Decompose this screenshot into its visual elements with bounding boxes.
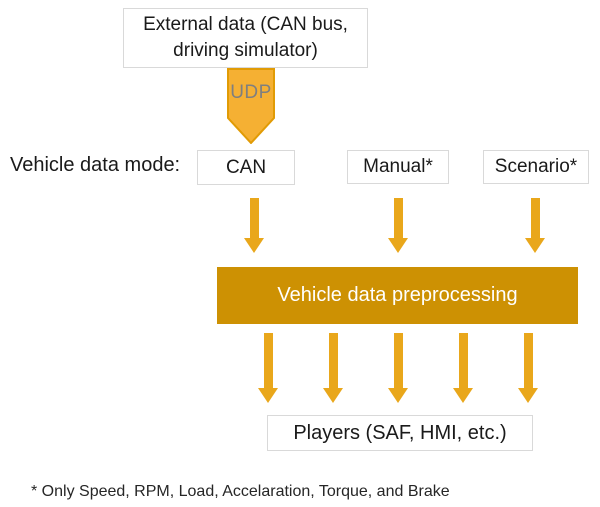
players-label: Players (SAF, HMI, etc.) (293, 421, 507, 444)
mode-box-scenario: Scenario* (483, 150, 589, 184)
preprocessing-box: Vehicle data preprocessing (217, 267, 578, 324)
mode-scenario-label: Scenario* (494, 156, 578, 177)
mode-row-label: Vehicle data mode: (10, 154, 181, 176)
down-arrow-icon (525, 198, 545, 253)
mode-manual-label: Manual* (363, 156, 433, 177)
mode-box-manual: Manual* (347, 150, 449, 184)
down-arrow-icon (323, 333, 343, 403)
udp-arrow-icon: UDP (227, 68, 275, 144)
down-arrow-icon (388, 333, 408, 403)
down-arrow-icon (453, 333, 473, 403)
down-arrow-icon (244, 198, 264, 253)
footnote: * Only Speed, RPM, Load, Accelaration, T… (31, 483, 450, 500)
udp-label: UDP (230, 82, 272, 103)
players-box: Players (SAF, HMI, etc.) (267, 415, 533, 451)
udp-pentagon-shape (227, 68, 275, 144)
down-arrow-icon (388, 198, 408, 253)
mode-box-can: CAN (197, 150, 295, 185)
mode-can-label: CAN (225, 156, 267, 178)
preprocessing-label: Vehicle data preprocessing (277, 284, 518, 306)
external-data-label: External data (CAN bus, driving simulato… (143, 14, 348, 61)
down-arrow-icon (518, 333, 538, 403)
down-arrow-icon (258, 333, 278, 403)
external-data-box: External data (CAN bus, driving simulato… (123, 8, 368, 68)
